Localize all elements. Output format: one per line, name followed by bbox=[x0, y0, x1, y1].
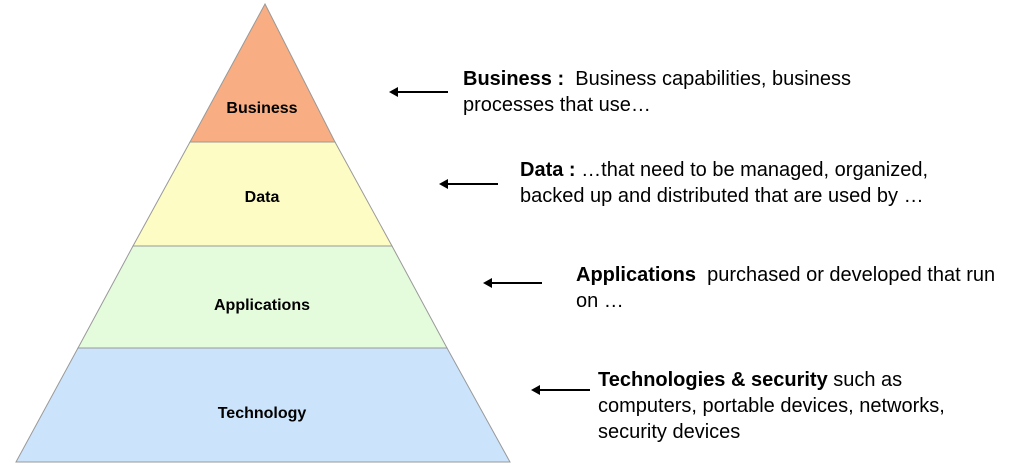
description-heading-applications: Applications bbox=[576, 264, 697, 286]
layer-label-technology: Technology bbox=[218, 405, 307, 422]
layer-label-data: Data bbox=[245, 189, 280, 206]
description-business: Business : Business capabilities, busine… bbox=[463, 66, 943, 118]
description-data: Data : …that need to be managed, organiz… bbox=[520, 157, 960, 209]
layer-technology bbox=[15, 347, 511, 463]
description-text-applications: purchased or developed that run on … bbox=[576, 264, 996, 312]
description-applications: Applications purchased or developed that… bbox=[576, 262, 1006, 314]
description-text-business: Business capabilities, business processe… bbox=[463, 68, 851, 116]
layer-label-applications: Applications bbox=[214, 297, 310, 314]
arrow-applications bbox=[483, 278, 542, 288]
description-heading-technology: Technologies & security bbox=[598, 369, 828, 391]
description-text-data: …that need to be managed, organized, bac… bbox=[520, 159, 929, 207]
description-text-technology: such as computers, portable devices, net… bbox=[598, 369, 945, 443]
layer-label-business: Business bbox=[226, 100, 297, 117]
description-heading-business: Business : bbox=[463, 68, 565, 90]
arrow-business bbox=[389, 87, 448, 97]
arrow-data bbox=[439, 179, 498, 189]
layer-business bbox=[189, 2, 336, 143]
description-technology: Technologies & security such as computer… bbox=[598, 367, 968, 445]
pyramid-diagram: Business Data Applications Technology bbox=[15, 2, 511, 463]
description-heading-data: Data : bbox=[520, 159, 576, 181]
arrow-technology bbox=[531, 385, 590, 395]
